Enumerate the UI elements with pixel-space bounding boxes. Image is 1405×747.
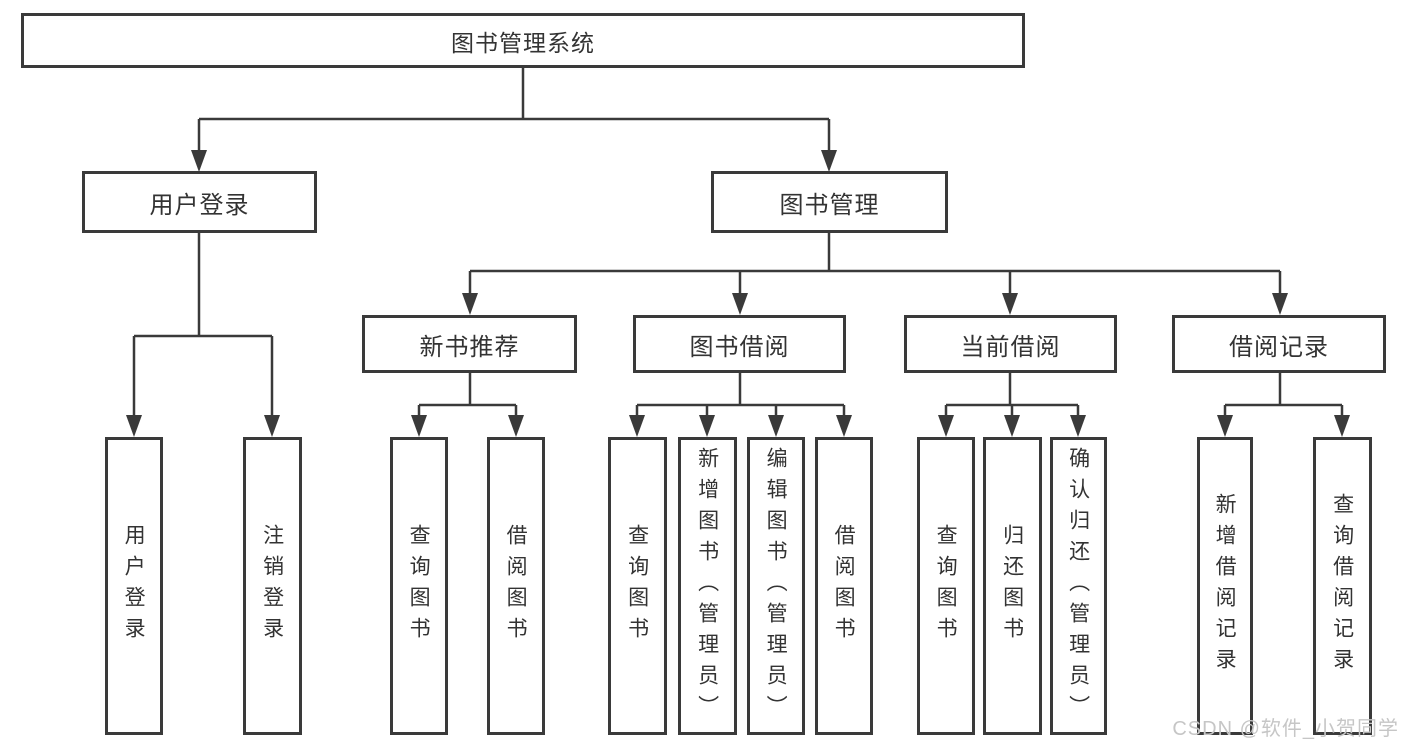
- csdn-watermark: CSDN @软件_小贺同学: [1172, 718, 1399, 740]
- node-label: 查询图书: [407, 524, 432, 648]
- node-label: 新增借阅记录: [1213, 493, 1238, 679]
- leaf-query-books-recommend: 查询图书: [390, 437, 448, 735]
- leaf-return-books: 归还图书: [983, 437, 1042, 735]
- node-user-login: 用户登录: [82, 171, 317, 233]
- node-current-borrow: 当前借阅: [904, 315, 1117, 373]
- leaf-borrow-books: 借阅图书: [815, 437, 873, 735]
- node-label: 图书借阅: [689, 334, 790, 361]
- leaf-borrow-books-recommend: 借阅图书: [487, 437, 545, 735]
- arrowheads: [126, 150, 1350, 437]
- node-label: 新书推荐: [419, 334, 520, 361]
- node-label: 图书管理系统: [451, 30, 595, 56]
- node-label: 编辑图书（管理员）: [764, 446, 789, 726]
- leaf-user-login: 用户登录: [105, 437, 163, 735]
- node-label: 借阅图书: [832, 524, 857, 648]
- node-book-management: 图书管理: [711, 171, 948, 233]
- node-label: 确认归还（管理员）: [1066, 446, 1091, 726]
- node-label: 查询图书: [934, 524, 959, 648]
- node-label: 借阅图书: [504, 524, 529, 648]
- node-label: 注销登录: [260, 524, 285, 648]
- leaf-add-book-admin: 新增图书（管理员）: [678, 437, 737, 735]
- node-label: 归还图书: [1000, 524, 1025, 648]
- node-label: 查询借阅记录: [1330, 493, 1355, 679]
- node-system-root: 图书管理系统: [21, 13, 1025, 68]
- leaf-query-books-borrow: 查询图书: [608, 437, 667, 735]
- node-label: 当前借阅: [960, 334, 1061, 361]
- node-label: 用户登录: [149, 192, 250, 219]
- leaf-edit-book-admin: 编辑图书（管理员）: [747, 437, 805, 735]
- leaf-add-borrow-record: 新增借阅记录: [1197, 437, 1253, 735]
- leaf-query-books-current: 查询图书: [917, 437, 975, 735]
- leaf-confirm-return-admin: 确认归还（管理员）: [1050, 437, 1107, 735]
- node-label: 新增图书（管理员）: [695, 446, 720, 726]
- node-book-borrow: 图书借阅: [633, 315, 846, 373]
- node-label: 用户登录: [122, 524, 147, 648]
- node-label: 图书管理: [779, 192, 880, 219]
- node-label: 查询图书: [625, 524, 650, 648]
- node-borrow-records: 借阅记录: [1172, 315, 1386, 373]
- leaf-logout: 注销登录: [243, 437, 302, 735]
- leaf-query-borrow-record: 查询借阅记录: [1313, 437, 1372, 735]
- node-new-book-recommend: 新书推荐: [362, 315, 577, 373]
- node-label: 借阅记录: [1229, 334, 1329, 361]
